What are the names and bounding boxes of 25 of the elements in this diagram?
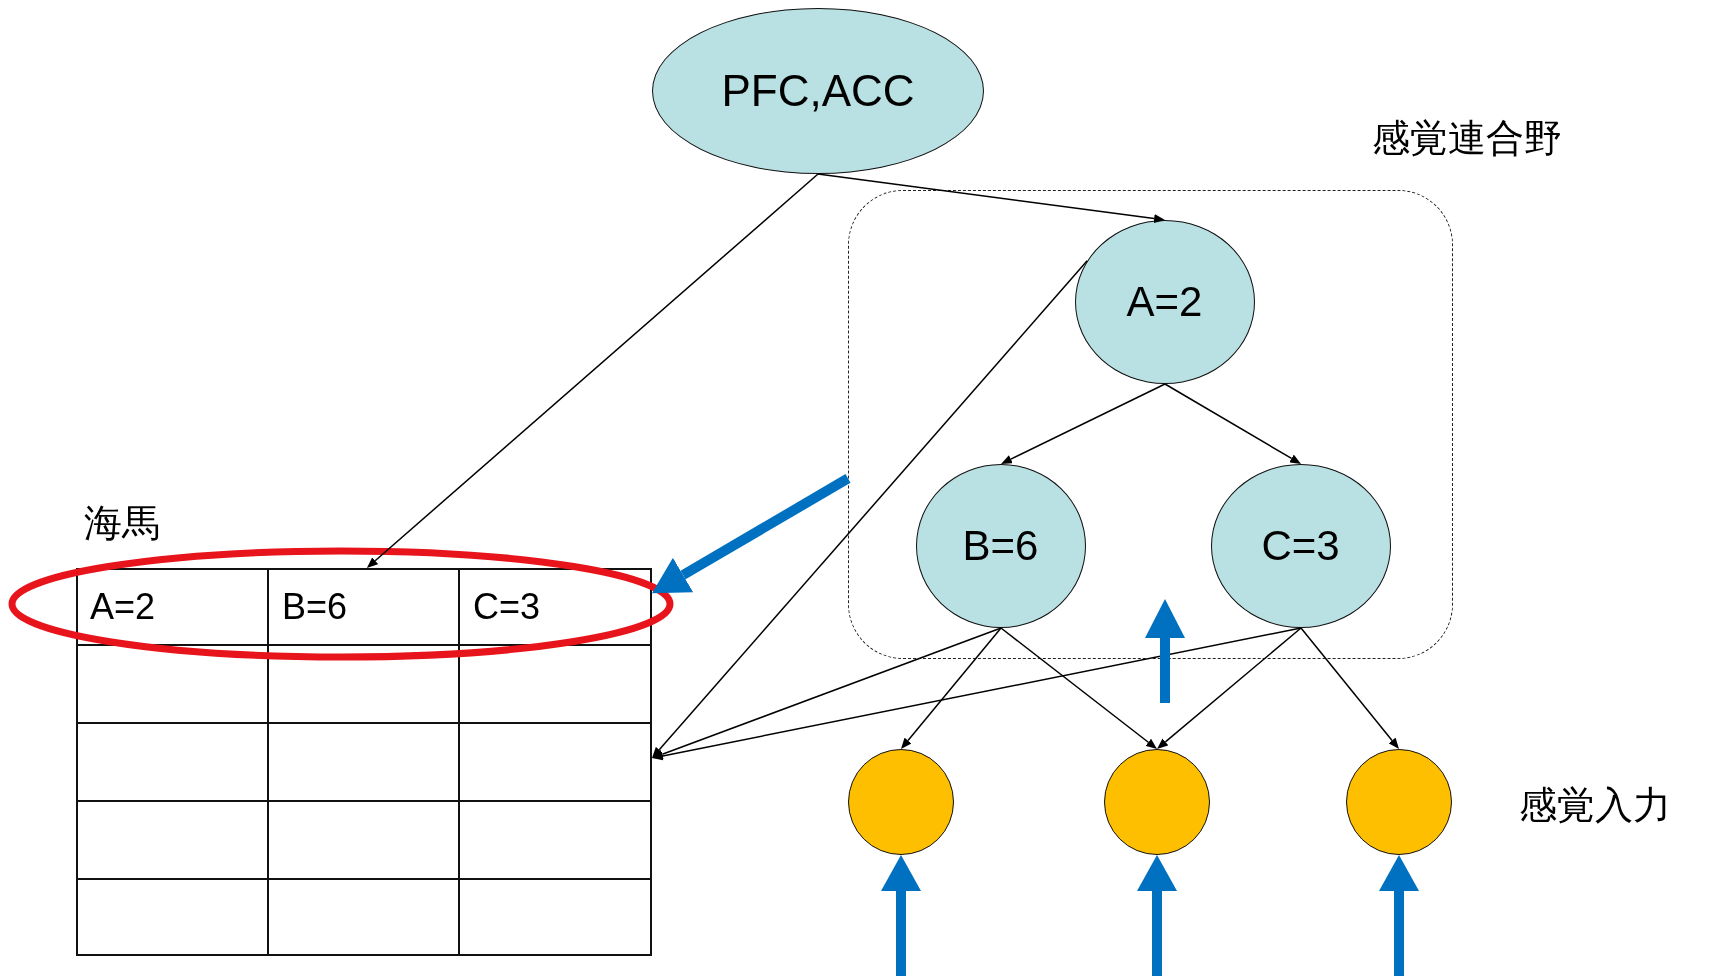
- thick-arrow: [1139, 855, 1175, 976]
- node-label: A=2: [1126, 277, 1203, 326]
- node-label: B=6: [962, 521, 1039, 570]
- arrow: [1158, 627, 1302, 748]
- arrow: [653, 260, 1088, 757]
- thick-arrow: [1381, 855, 1417, 976]
- arrow: [902, 627, 1002, 748]
- arrow: [653, 627, 1302, 761]
- node-label: PFC,ACC: [721, 66, 915, 116]
- thick-arrow: [883, 855, 919, 976]
- node-label: C=3: [1261, 521, 1340, 570]
- node-label: C=3: [473, 585, 541, 628]
- node-label: A=2: [90, 585, 156, 628]
- arrow: [817, 173, 1163, 223]
- arrow: [1300, 627, 1398, 748]
- side-label: 感覚入力: [1519, 783, 1671, 828]
- node-label: B=6: [282, 585, 348, 628]
- arrow: [1002, 383, 1166, 464]
- arrow: [368, 173, 819, 567]
- region-title: 感覚連合野: [1372, 116, 1562, 161]
- arrow: [653, 627, 1002, 759]
- table-title: 海馬: [84, 501, 160, 546]
- arrow: [1000, 627, 1156, 748]
- arrow: [1164, 383, 1300, 463]
- thick-arrow: [652, 474, 851, 594]
